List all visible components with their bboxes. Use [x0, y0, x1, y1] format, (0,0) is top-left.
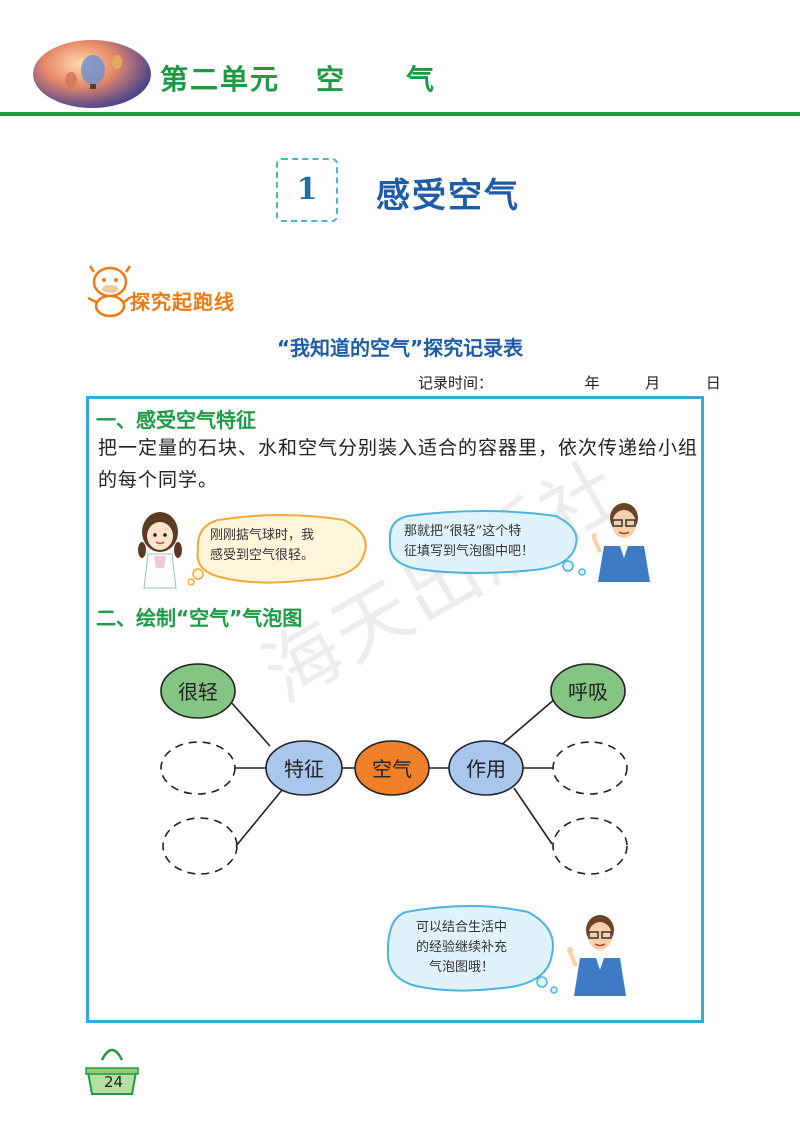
- record-table-title: “我知道的空气”探究记录表: [276, 336, 524, 360]
- teacher2-bubble-line-2: 的经验继续补充: [416, 940, 508, 955]
- unit-label: 第二单元: [160, 63, 281, 96]
- teacher2-bubble-text: 可以结合生活中 的经验继续补充 气泡图哦！: [416, 918, 507, 978]
- unit-title: 第二单元 空 气: [160, 58, 436, 98]
- section-badge: 探究起跑线: [130, 290, 235, 314]
- bubble-map: 很轻 特征 空气 作用 呼吸: [160, 663, 628, 875]
- connector-line: [513, 787, 553, 845]
- leaf-right-top-label: 呼吸: [568, 680, 608, 704]
- hub-right-label: 作用: [466, 757, 506, 781]
- teacher2-speech-bubble: [386, 905, 558, 994]
- girl-bubble-line-1: 刚刚掂气球时，我: [210, 528, 315, 543]
- record-year-label: 年: [584, 374, 600, 392]
- connector-line: [499, 697, 557, 747]
- record-time-line: 记录时间： 年 月 日: [418, 372, 721, 393]
- teacher-speech-bubble: [388, 510, 586, 576]
- leaf-bubble-right-top: [550, 663, 626, 719]
- hub-bubble-right: [448, 740, 524, 796]
- connector-line: [235, 789, 283, 847]
- record-time-label: 记录时间：: [418, 374, 494, 392]
- page-number-basket-icon: [85, 1048, 139, 1095]
- unit-topic-char-2: 气: [406, 63, 437, 96]
- empty-bubble-right-bottom: [552, 817, 628, 875]
- teacher2-bubble-line-1: 可以结合生活中: [416, 920, 508, 935]
- hub-left-label: 特征: [284, 757, 324, 781]
- section1-title: 一、感受空气特征: [96, 408, 256, 432]
- teacher-bubble-line-2: 征填写到气泡图中吧！: [404, 544, 535, 559]
- girl-speech-bubble: [188, 514, 367, 586]
- leaf-left-top-label: 很轻: [178, 680, 218, 704]
- section2-title: 二、绘制“空气”气泡图: [96, 606, 303, 630]
- center-bubble: [354, 740, 430, 796]
- girl-bubble-line-2: 感受到空气很轻。: [210, 548, 315, 563]
- cow-mascot-icon: [87, 265, 133, 318]
- empty-bubble-left-bottom: [162, 817, 238, 875]
- center-label: 空气: [372, 757, 412, 781]
- empty-bubble-left-middle: [160, 741, 236, 795]
- lesson-title: 感受空气: [376, 176, 520, 216]
- record-frame: [86, 396, 704, 1023]
- girl-illustration: [138, 512, 182, 589]
- record-day-label: 日: [705, 374, 721, 392]
- section1-body: 把一定量的石块、水和空气分别装入适合的容器里，依次传递给小组的每个同学。: [98, 437, 699, 491]
- teacher2-illustration: [567, 915, 626, 996]
- page-number: 24: [104, 1073, 124, 1091]
- header-divider: [0, 112, 800, 116]
- teacher-illustration: [592, 503, 650, 582]
- teacher-bubble-text: 那就把“很轻”这个特 征填写到气泡图中吧！: [404, 522, 534, 562]
- empty-bubble-right-middle: [552, 741, 628, 795]
- teacher-bubble-line-1: 那就把“很轻”这个特: [404, 524, 522, 539]
- connector-line: [229, 700, 271, 747]
- hub-bubble-left: [265, 740, 343, 796]
- unit-topic-char-1: 空: [316, 63, 347, 96]
- leaf-bubble-left-top: [160, 663, 236, 719]
- record-month-label: 月: [645, 374, 661, 392]
- lesson-number-box: 1: [276, 158, 338, 222]
- girl-bubble-text: 刚刚掂气球时，我 感受到空气很轻。: [210, 526, 314, 566]
- header-balloon-image: [33, 40, 151, 108]
- teacher2-bubble-line-3: 气泡图哦！: [429, 960, 495, 975]
